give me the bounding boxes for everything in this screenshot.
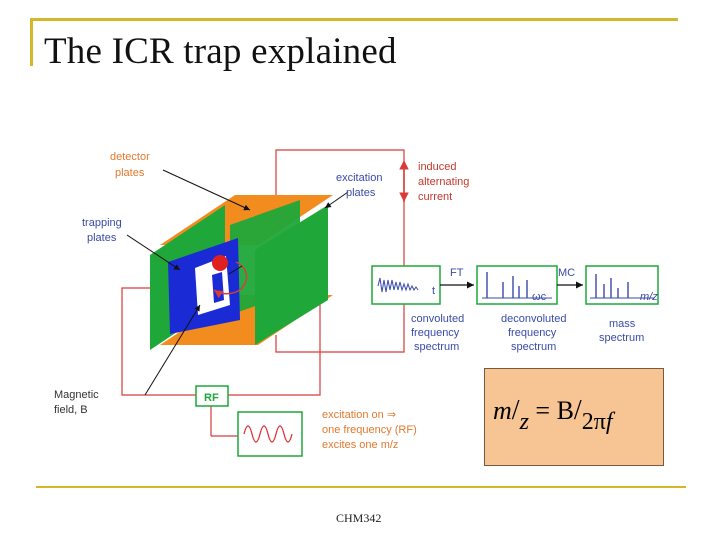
slide-title: The ICR trap explained (44, 31, 397, 72)
svg-text:alternating: alternating (418, 176, 469, 188)
label-pointers (126, 169, 349, 396)
orbit-arrow (213, 261, 248, 299)
induced-current-label: induced alternating current (418, 161, 469, 203)
svg-text:spectrum: spectrum (599, 332, 644, 344)
rf-waveform-box (237, 411, 303, 457)
svg-text:Magnetic: Magnetic (54, 389, 99, 401)
svg-text:frequency: frequency (508, 327, 557, 339)
excitation-plates-label: excitation plates (336, 172, 382, 199)
svg-text:excites one m/z: excites one m/z (322, 439, 398, 451)
deconvoluted-spectrum-label: deconvoluted frequency spectrum (501, 313, 566, 353)
ft-label: FT (450, 267, 464, 279)
svg-text:convoluted: convoluted (411, 313, 464, 325)
svg-text:plates: plates (87, 232, 117, 244)
excitation-note-label: excitation on ⇒ one frequency (RF) excit… (322, 409, 417, 451)
eq-equals: = (535, 396, 551, 425)
time-domain-signal (377, 277, 419, 293)
top-frame-line (30, 18, 678, 21)
eq-B: B (556, 396, 574, 425)
left-frame-line (30, 18, 33, 66)
svg-text:frequency: frequency (411, 327, 460, 339)
svg-text:deconvoluted: deconvoluted (501, 313, 566, 325)
equation-box: m/z = B/2πf (484, 368, 664, 466)
icr-cell (150, 195, 333, 350)
eq-slash-1: / (511, 395, 520, 426)
rf-waveform (243, 425, 293, 443)
svg-text:induced: induced (418, 161, 457, 173)
magnetic-field-label: Magnetic field, B (54, 389, 99, 416)
mc-label: MC (558, 267, 575, 279)
footer-rule-line (36, 486, 686, 488)
svg-text:spectrum: spectrum (414, 341, 459, 353)
svg-text:plates: plates (346, 187, 376, 199)
spectrum-panels: t ωc m/z (371, 265, 659, 305)
svg-text:field, B: field, B (54, 404, 88, 416)
convoluted-spectrum-label: convoluted frequency spectrum (411, 313, 464, 353)
eq-two-pi: 2π (581, 409, 606, 435)
time-domain-panel (371, 265, 441, 305)
svg-text:spectrum: spectrum (511, 341, 556, 353)
svg-text:detector: detector (110, 151, 150, 163)
t-axis-label: t (432, 285, 435, 297)
mz-axis-label: m/z (640, 291, 658, 303)
detector-plates-label: detector plates (110, 151, 150, 179)
svg-text:excitation on ⇒: excitation on ⇒ (322, 409, 396, 421)
rf-label: RF (204, 392, 219, 404)
eq-slash-2: / (573, 395, 582, 426)
svg-text:excitation: excitation (336, 172, 382, 184)
footer-course-code: CHM342 (336, 511, 382, 525)
ion-white (199, 290, 211, 302)
rf-box (195, 385, 229, 407)
svg-text:plates: plates (115, 167, 145, 179)
mass-spectrum-label: mass spectrum (599, 318, 644, 344)
svg-text:trapping: trapping (82, 217, 122, 229)
svg-text:one frequency (RF): one frequency (RF) (322, 424, 417, 436)
eq-f: f (605, 409, 613, 435)
mz-equation: m/z = B/2πf (493, 395, 613, 435)
svg-text:mass: mass (609, 318, 636, 330)
svg-text:current: current (418, 191, 452, 203)
omega-c-label: ωc (532, 291, 547, 303)
trapping-plates-label: trapping plates (82, 217, 122, 244)
eq-z: z (519, 409, 529, 435)
eq-m: m (493, 396, 512, 425)
excitation-plate-right (255, 205, 328, 345)
ion-positive (212, 255, 228, 271)
